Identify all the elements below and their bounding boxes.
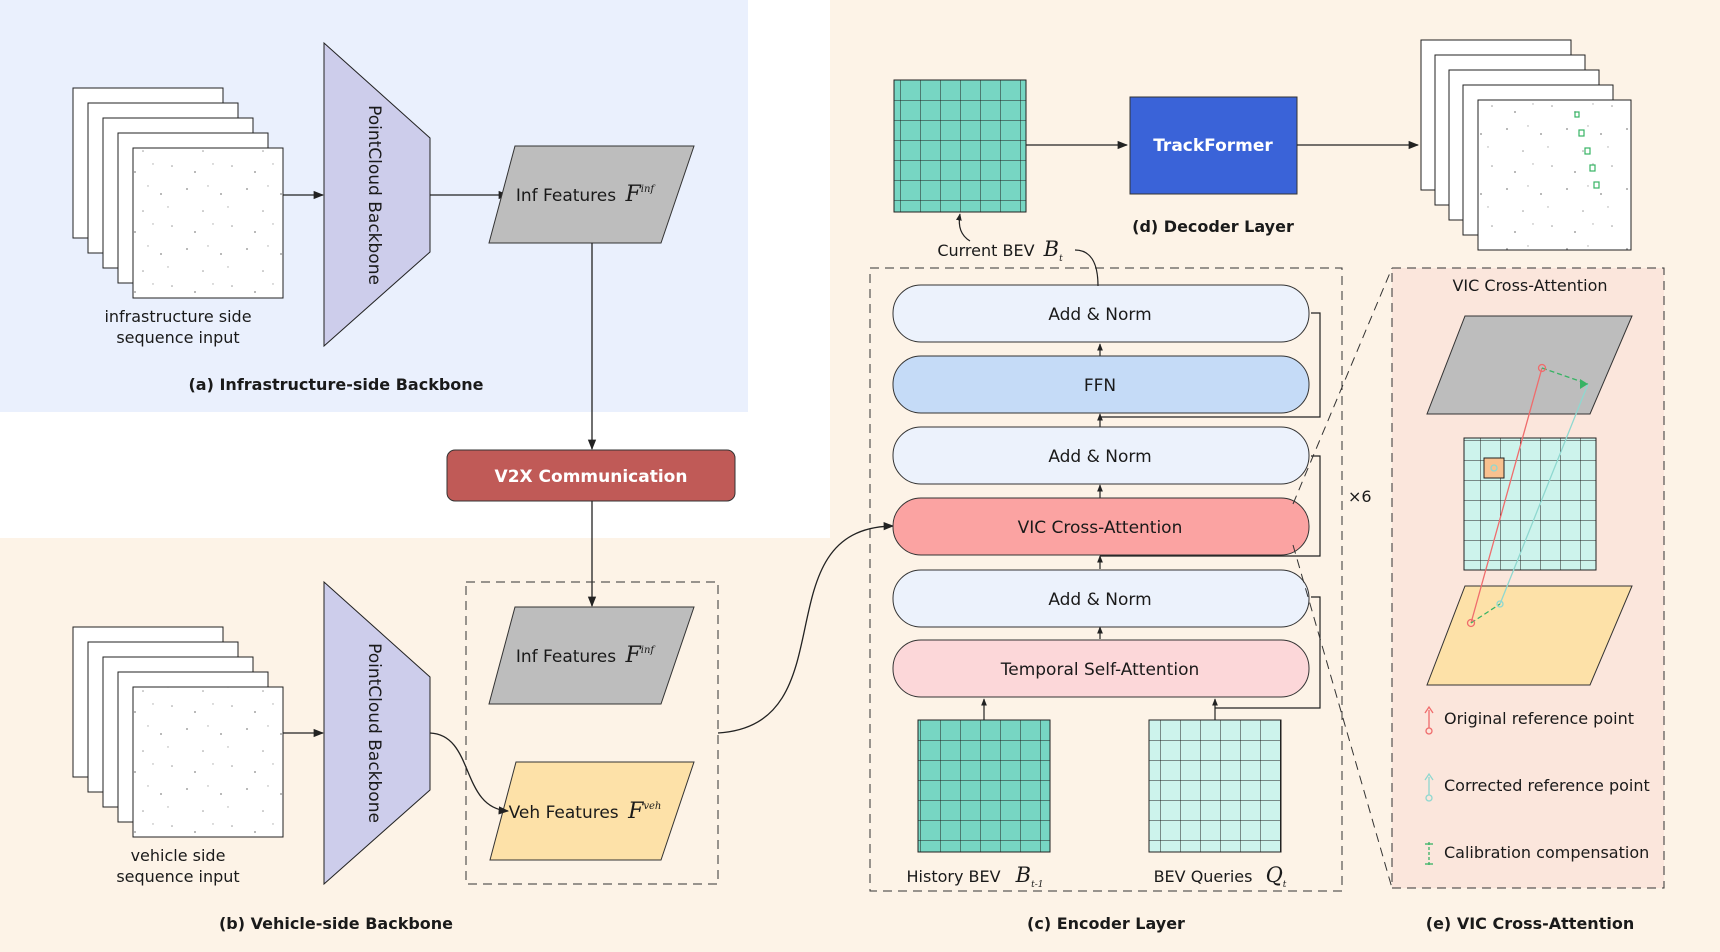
svg-text:Current BEV Bt: Current BEV Bt <box>937 237 1063 264</box>
svg-text:History BEV Bt-1: History BEV Bt-1 <box>907 863 1044 890</box>
svg-text:BEV Queries Qt: BEV Queries Qt <box>1154 863 1287 890</box>
bev-queries-grid <box>1148 719 1282 853</box>
history-bev-grid <box>917 719 1051 853</box>
section-e-caption: (e) VIC Cross-Attention <box>1426 914 1634 933</box>
vehicle-veh-features: Veh Features Fveh <box>489 761 695 861</box>
current-bev-label: Current BEV <box>937 241 1034 260</box>
infra-backbone: PointCloud Backbone <box>323 41 431 348</box>
v2x-label: V2X Communication <box>495 467 688 487</box>
section-a-caption: (a) Infrastructure-side Backbone <box>188 375 483 394</box>
encoder-vic-cross-attention: VIC Cross-Attention <box>892 497 1310 556</box>
infra-inf-features: Inf Features Finf <box>488 145 695 244</box>
repeat-count: ×6 <box>1348 487 1372 506</box>
vehicle-input-stack <box>72 626 284 838</box>
infra-backbone-label: PointCloud Backbone <box>364 105 384 285</box>
svg-text:Inf Features Finf: Inf Features Finf <box>516 643 657 668</box>
trackformer-label: TrackFormer <box>1153 136 1273 156</box>
section-d-caption: (d) Decoder Layer <box>1132 217 1294 236</box>
vehicle-backbone: PointCloud Backbone <box>323 580 431 886</box>
infra-input-label-1: infrastructure side <box>104 307 251 326</box>
add-norm-middle-label: Add & Norm <box>1048 447 1151 467</box>
infra-input-label-2: sequence input <box>116 328 239 347</box>
temporal-self-attention-label: Temporal Self-Attention <box>1000 660 1200 680</box>
add-norm-top-label: Add & Norm <box>1048 305 1151 325</box>
vehicle-input-label-1: vehicle side <box>131 846 226 865</box>
infra-input-stack <box>72 87 284 299</box>
vic-detail-title: VIC Cross-Attention <box>1452 276 1607 295</box>
current-bev-grid <box>893 79 1027 213</box>
infra-features-label: Inf Features <box>516 186 616 206</box>
vic-cross-attention-label: VIC Cross-Attention <box>1018 518 1183 538</box>
legend-original-label: Original reference point <box>1444 709 1634 728</box>
vehicle-inf-features: Inf Features Finf <box>488 606 695 705</box>
add-norm-bottom-label: Add & Norm <box>1048 590 1151 610</box>
encoder-temporal-self-attention: Temporal Self-Attention <box>892 639 1310 698</box>
vic-inf-feature-plane <box>1426 315 1633 415</box>
history-bev-label: History BEV <box>907 867 1001 886</box>
encoder-add-norm-bottom: Add & Norm <box>892 569 1310 628</box>
encoder-add-norm-top: Add & Norm <box>892 284 1310 343</box>
vehicle-input-label-2: sequence input <box>116 867 239 886</box>
trackformer-block: TrackFormer <box>1129 96 1298 195</box>
vehicle-veh-features-label: Veh Features <box>509 803 619 823</box>
encoder-add-norm-middle: Add & Norm <box>892 426 1310 485</box>
vic-veh-feature-plane <box>1426 585 1633 686</box>
svg-text:Veh Features Fveh: Veh Features Fveh <box>509 799 662 824</box>
legend-calibration-label: Calibration compensation <box>1444 843 1649 862</box>
section-b-caption: (b) Vehicle-side Backbone <box>219 914 453 933</box>
legend-corrected: Corrected reference point <box>1424 772 1650 802</box>
fusion-dashed-box <box>465 581 719 885</box>
legend-corrected-label: Corrected reference point <box>1444 776 1650 795</box>
encoder-dashed-box <box>869 267 1343 892</box>
encoder-ffn: FFN <box>892 355 1310 414</box>
bev-queries-label: BEV Queries <box>1154 867 1253 886</box>
legend-calibration: Calibration compensation <box>1425 842 1649 866</box>
section-c-caption: (c) Encoder Layer <box>1027 914 1185 933</box>
v2x-communication-block: V2X Communication <box>446 449 736 502</box>
legend-original: Original reference point <box>1424 705 1634 735</box>
ffn-label: FFN <box>1084 376 1116 396</box>
vehicle-backbone-label: PointCloud Backbone <box>364 643 384 823</box>
vehicle-inf-features-label: Inf Features <box>516 647 616 667</box>
svg-text:Inf Features Finf: Inf Features Finf <box>516 182 657 207</box>
output-stack <box>1420 39 1632 251</box>
